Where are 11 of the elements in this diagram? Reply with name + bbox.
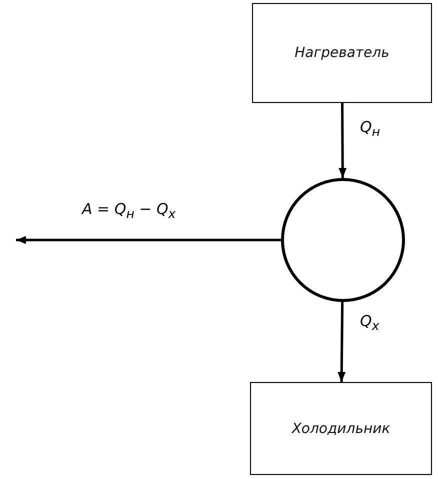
arrow (16, 236, 281, 244)
node-label: Холодильник (292, 420, 390, 436)
edge-label: Q$_{х}$ (358, 312, 382, 333)
process-box (252, 3, 432, 103)
edge-label: A = Q$_{н}$ − Q$_{х}$ (80, 200, 178, 221)
node-label: Нагреватель (294, 45, 390, 61)
process-box (250, 382, 432, 475)
edge-label: Q$_{н}$ (358, 118, 382, 139)
arrow (338, 103, 347, 178)
arrow (338, 302, 346, 382)
circle-node (281, 178, 405, 302)
